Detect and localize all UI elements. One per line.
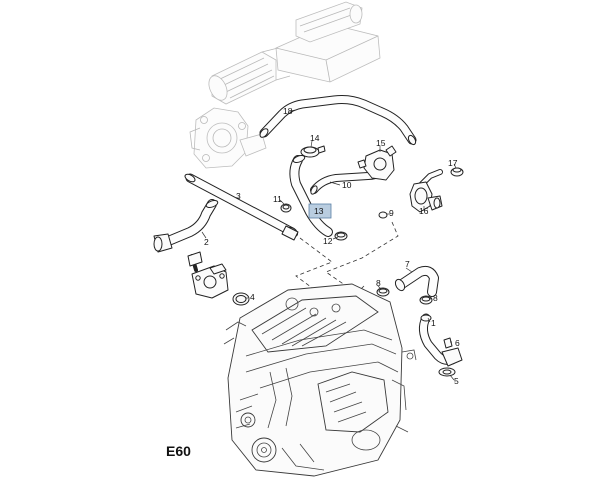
- clamp-12: [334, 231, 348, 241]
- bolt-6: [443, 337, 453, 349]
- gasket-5: [438, 367, 456, 377]
- thermostat-housing-15: [357, 145, 397, 181]
- clamp-9: [378, 211, 388, 219]
- throttle-body-assembly: [189, 107, 267, 169]
- callout-17[interactable]: 17: [448, 158, 458, 168]
- callout-10[interactable]: 10: [342, 180, 352, 190]
- air-intake-assembly: [208, 1, 381, 105]
- hose-18: [259, 95, 417, 146]
- callout-16[interactable]: 16: [419, 206, 429, 216]
- callout-13[interactable]: 13: [314, 206, 324, 216]
- callout-3[interactable]: 3: [236, 191, 241, 201]
- clamp-8-upper: [376, 287, 390, 297]
- callout-5[interactable]: 5: [454, 376, 459, 386]
- callout-8-lower[interactable]: 8: [433, 293, 438, 303]
- hose-13: [289, 155, 333, 237]
- clamp-8-lower: [419, 295, 433, 305]
- section-code: E60: [166, 443, 191, 459]
- pipe-3: [184, 173, 299, 241]
- o-ring-4: [232, 292, 250, 306]
- hose-7: [394, 265, 439, 297]
- callout-4[interactable]: 4: [250, 292, 255, 302]
- callout-1[interactable]: 1: [431, 318, 436, 328]
- callout-labels: 18 14 15 17 3 10 11 13 9 16 12 2 7 8 8 1…: [204, 106, 460, 386]
- callout-8-upper[interactable]: 8: [376, 278, 381, 288]
- coolant-connector-16: [409, 169, 443, 213]
- callout-12[interactable]: 12: [323, 236, 333, 246]
- highlight-box-13: [308, 203, 332, 219]
- callout-18[interactable]: 18: [283, 106, 293, 116]
- pipe-1: [418, 313, 463, 367]
- callout-15[interactable]: 15: [376, 138, 386, 148]
- engine-block: [223, 283, 417, 477]
- leader-lines: [201, 109, 457, 381]
- water-outlet-1: [187, 251, 229, 299]
- clamp-11: [280, 203, 292, 213]
- callout-11[interactable]: 11: [273, 194, 282, 204]
- callout-7[interactable]: 7: [405, 259, 410, 269]
- clamp-14: [300, 145, 326, 158]
- callout-2[interactable]: 2: [204, 237, 209, 247]
- clamp-17: [450, 167, 464, 177]
- callout-14[interactable]: 14: [310, 133, 320, 143]
- hose-2: [153, 199, 219, 253]
- callout-9[interactable]: 9: [389, 208, 394, 218]
- callout-6[interactable]: 6: [455, 338, 460, 348]
